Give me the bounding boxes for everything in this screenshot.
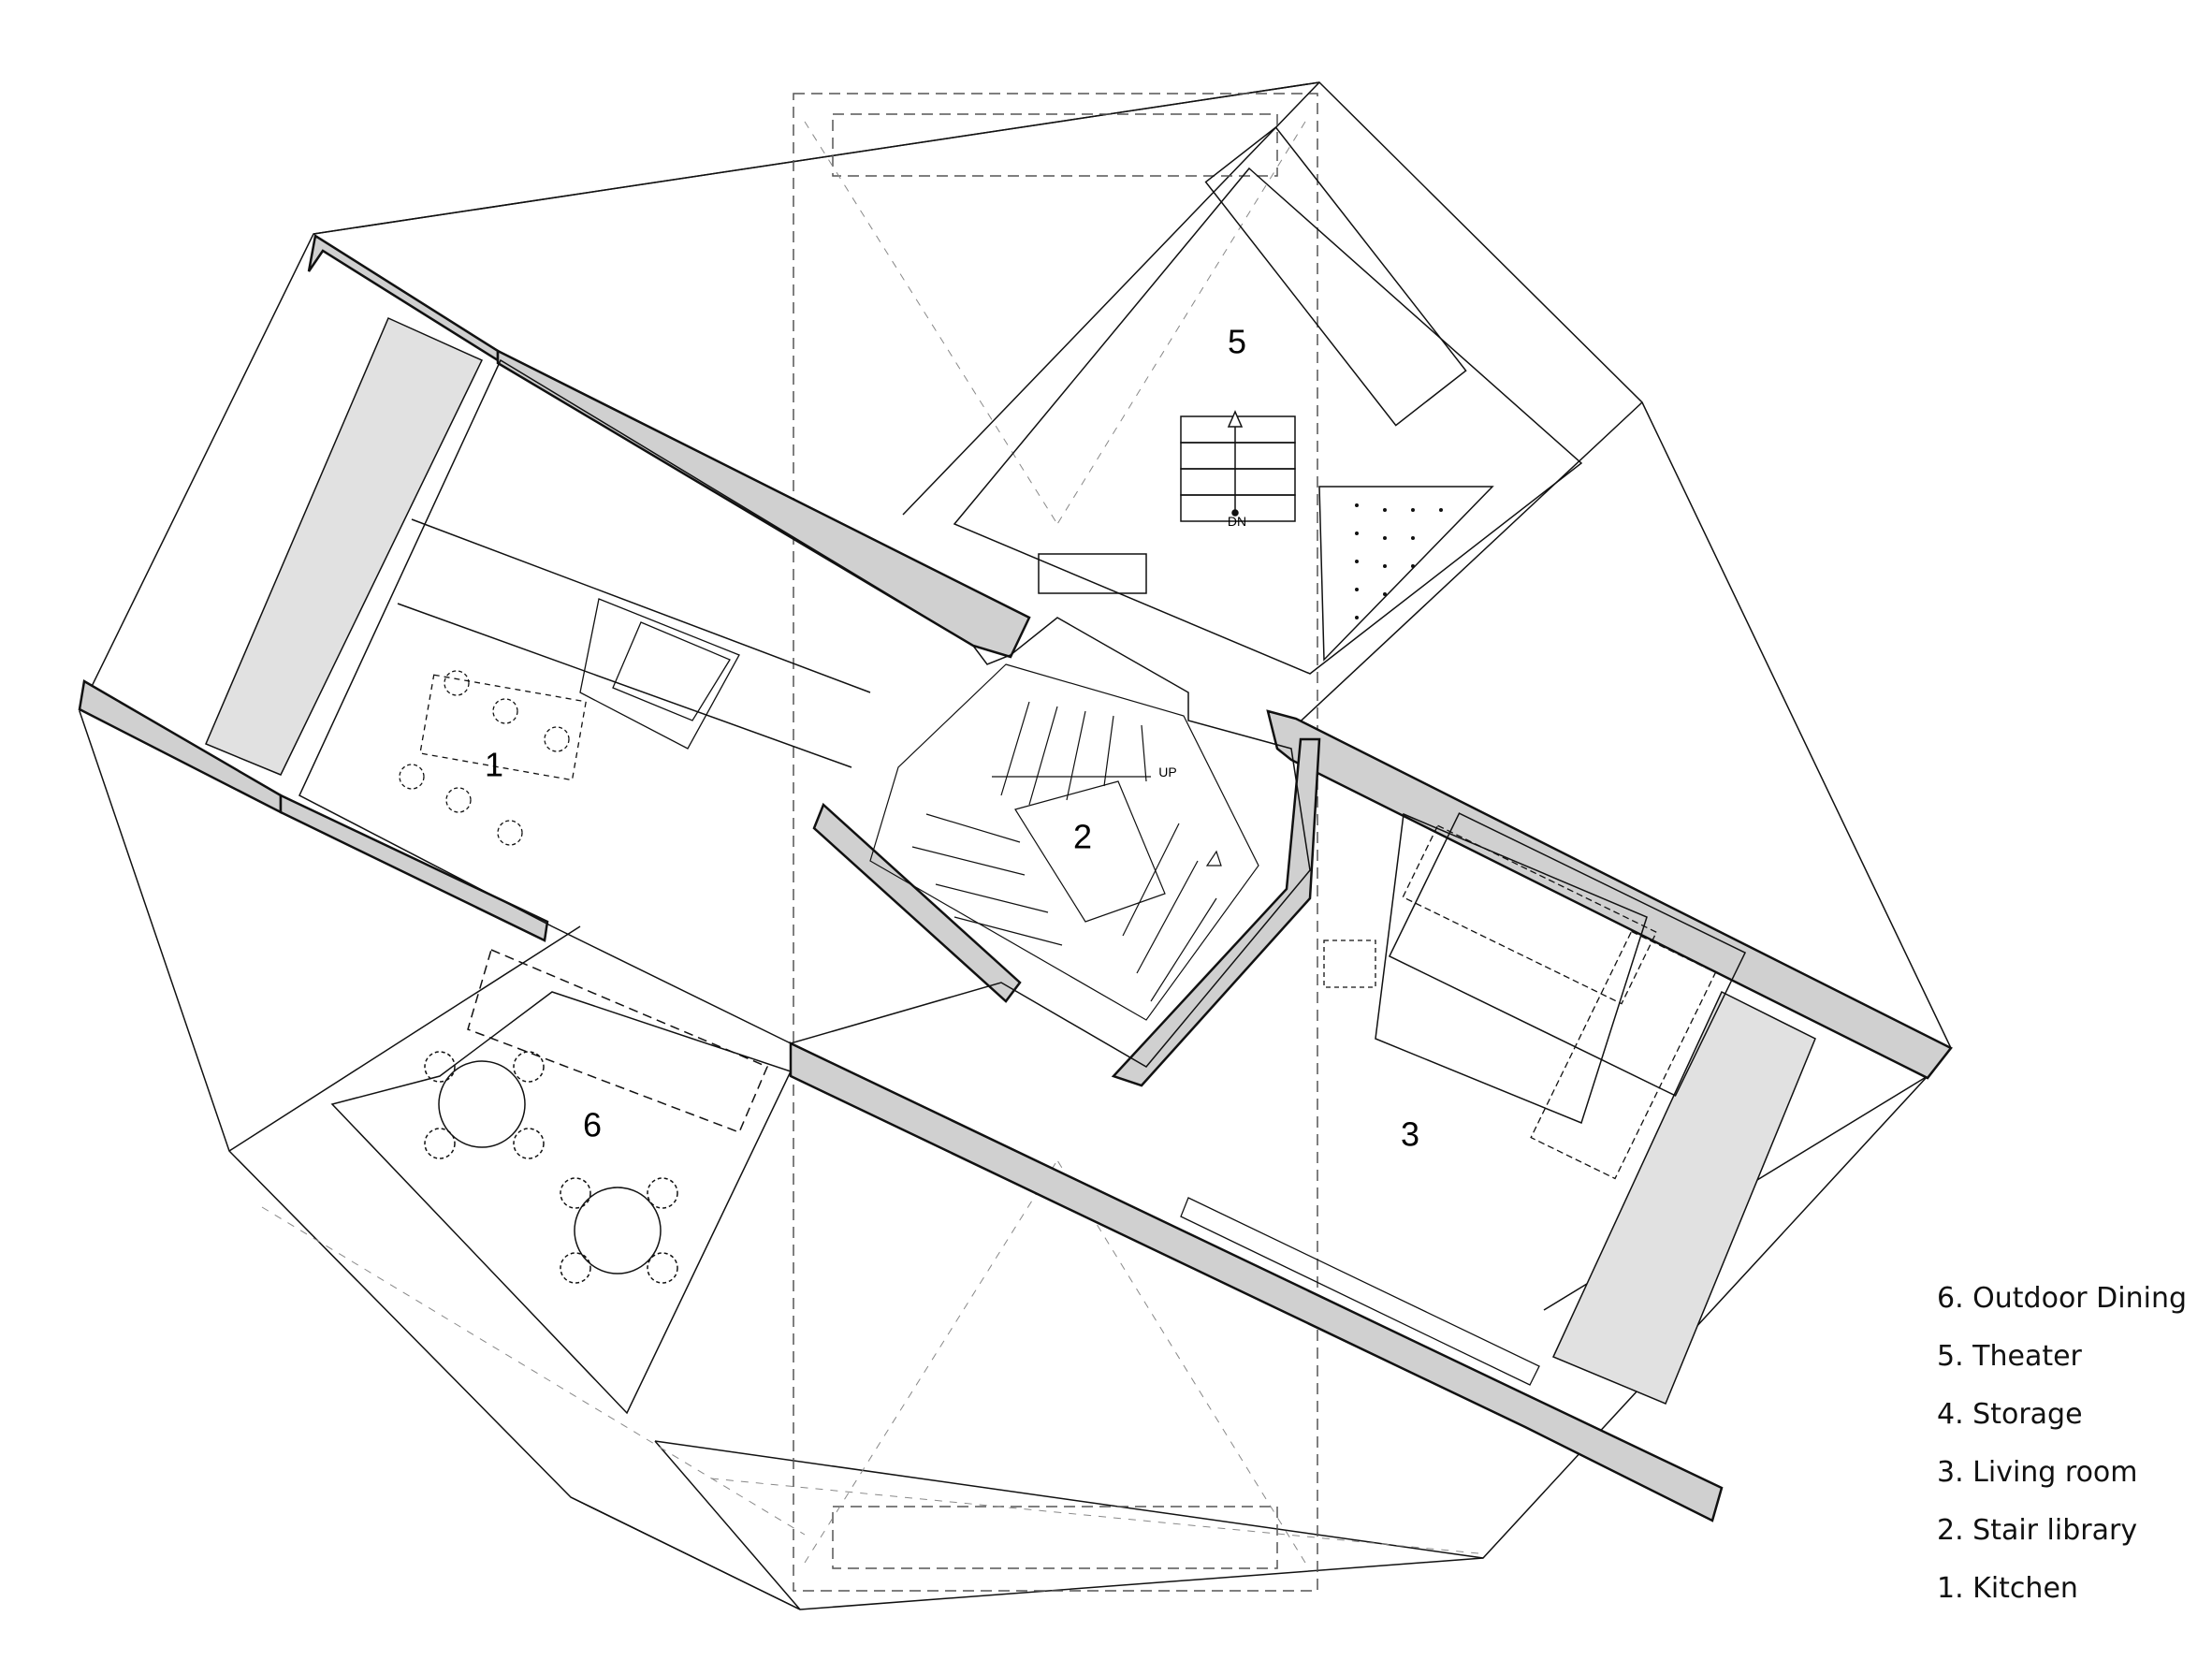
roof-outline bbox=[79, 81, 1952, 1610]
room-number-6: 6 bbox=[583, 1106, 602, 1144]
room-number-5: 5 bbox=[1228, 323, 1246, 361]
projection-diagonals bbox=[261, 121, 1479, 1564]
end-glazing bbox=[205, 317, 1816, 1405]
stair-down-tag: DN bbox=[1228, 514, 1246, 529]
outdoor-dining-area bbox=[330, 948, 793, 1415]
room-number-3: 3 bbox=[1401, 1115, 1419, 1154]
upper-level-projection bbox=[793, 93, 1318, 1592]
exterior-walls bbox=[78, 233, 1953, 1522]
theater-seat-pattern bbox=[1355, 503, 1443, 619]
kitchen-fixtures bbox=[399, 598, 740, 846]
legend-item-storage: 4. Storage bbox=[1937, 1398, 2083, 1431]
interior-outline bbox=[298, 358, 1747, 1125]
theater-area bbox=[953, 125, 1583, 675]
legend-item-theater: 5. Theater bbox=[1937, 1340, 2082, 1373]
legend-item-living-room: 3. Living room bbox=[1937, 1456, 2138, 1489]
stair-up-tag: UP bbox=[1158, 765, 1176, 779]
room-legend: 6. Outdoor Dining 5. Theater 4. Storage … bbox=[1937, 1280, 2187, 1628]
legend-item-outdoor-dining: 6. Outdoor Dining bbox=[1937, 1282, 2188, 1315]
tv-console bbox=[1180, 1197, 1540, 1386]
living-furniture bbox=[1323, 824, 1717, 1180]
room-number-2: 2 bbox=[1073, 818, 1092, 856]
legend-item-stair-library: 2. Stair library bbox=[1937, 1514, 2138, 1547]
legend-item-kitchen: 1. Kitchen bbox=[1937, 1572, 2078, 1605]
stair bbox=[869, 663, 1259, 1021]
room-number-1: 1 bbox=[485, 746, 503, 784]
